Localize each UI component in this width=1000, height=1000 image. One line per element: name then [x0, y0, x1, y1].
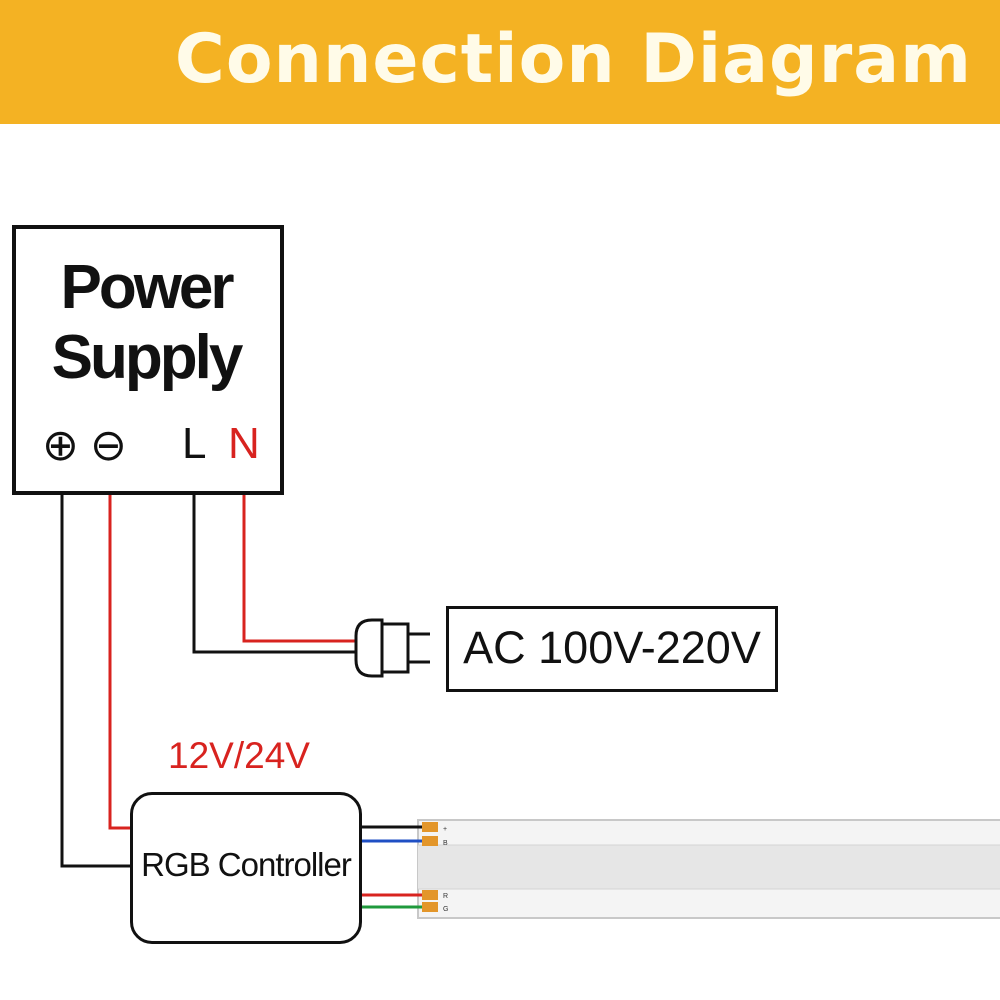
wire-dc-negative: [108, 466, 132, 830]
led-strip: + B R G: [417, 819, 1000, 919]
wire-dc-positive: [60, 466, 132, 868]
strip-pad-label-g: G: [443, 906, 448, 913]
strip-pad-b: [422, 836, 438, 846]
strip-pad-plus: [422, 822, 438, 832]
strip-pad-r: [422, 890, 438, 900]
voltage-label: 12V/24V: [168, 735, 310, 776]
title-banner: Connection Diagram: [0, 0, 1000, 124]
ac-input-box: AC 100V-220V: [446, 606, 778, 692]
ac-plug-icon: [354, 618, 430, 678]
strip-pad-label-r: R: [443, 893, 448, 900]
power-supply-box: Power Supply: [12, 225, 284, 495]
terminal-negative-icon: ⊖: [90, 421, 127, 470]
terminal-positive-icon: ⊕: [42, 421, 79, 470]
terminal-neutral-label: N: [228, 419, 260, 468]
strip-pad-label-plus: +: [443, 826, 447, 833]
strip-pad-g: [422, 902, 438, 912]
terminal-live-label: L: [182, 419, 207, 468]
page-title: Connection Diagram: [174, 20, 972, 99]
power-supply-title-line2: Supply: [51, 323, 244, 392]
wire-ac-neutral: [242, 468, 360, 643]
led-strip-diffuser: [418, 845, 1000, 889]
rgb-controller-box: RGB Controller: [130, 792, 362, 944]
power-supply-title-line1: Power: [60, 253, 234, 322]
strip-pad-label-b: B: [443, 840, 448, 847]
wire-ac-live: [192, 468, 360, 654]
rgb-controller-label: RGB Controller: [141, 846, 352, 883]
ac-input-label: AC 100V-220V: [463, 622, 761, 673]
